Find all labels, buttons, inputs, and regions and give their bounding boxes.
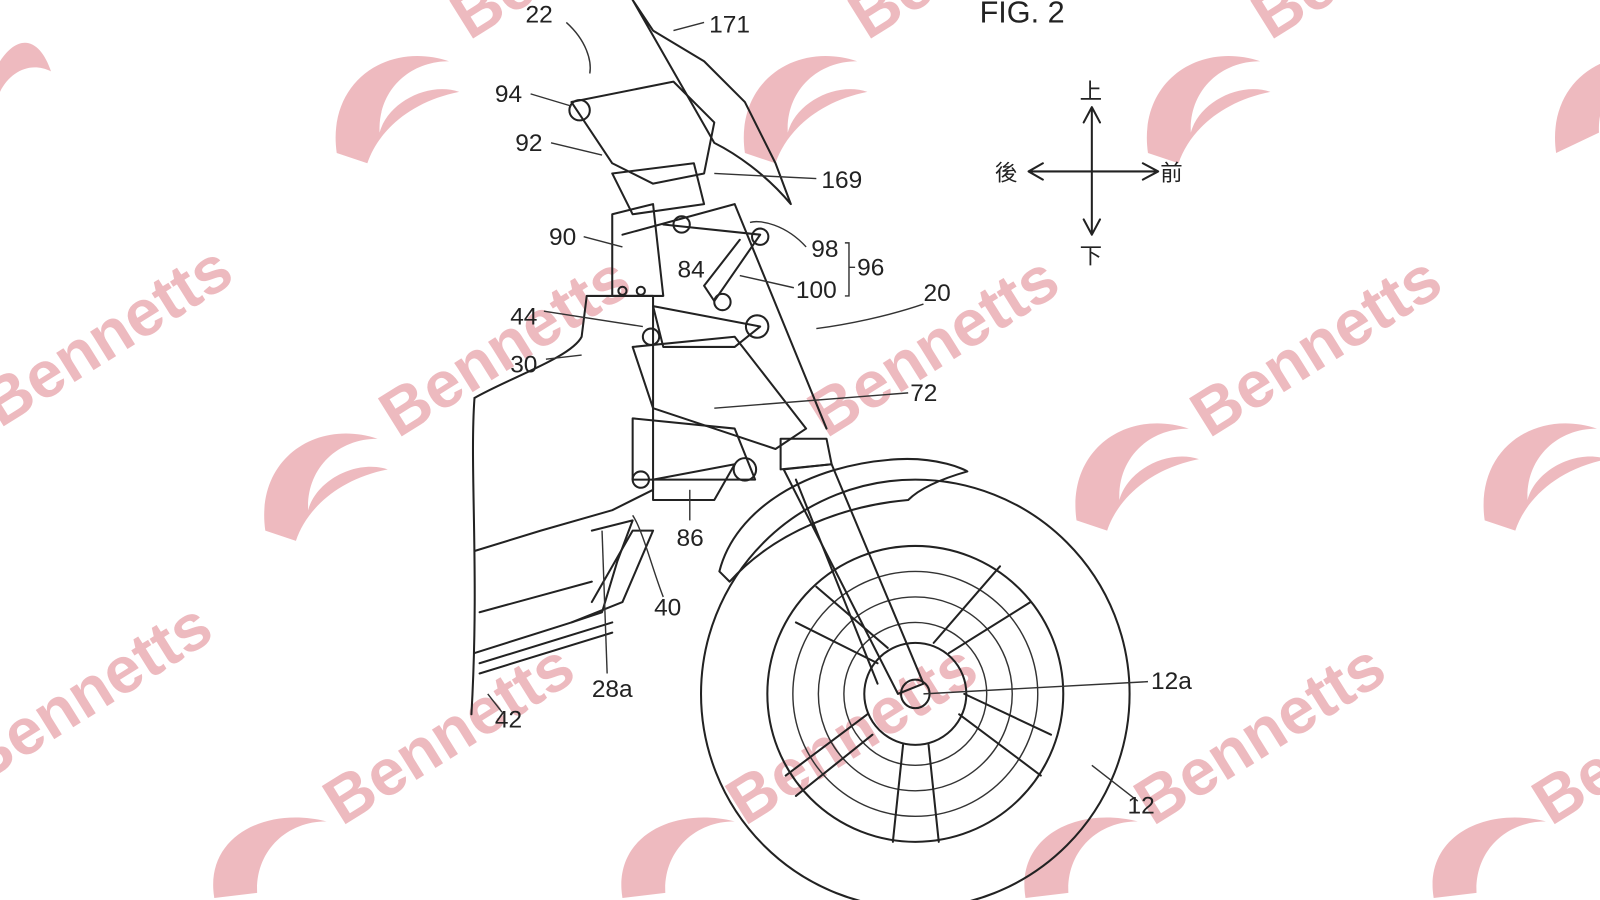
label-12: 12 bbox=[1128, 792, 1155, 819]
label-22: 22 bbox=[526, 1, 553, 28]
label-72: 72 bbox=[910, 380, 937, 407]
label-171: 171 bbox=[709, 12, 750, 39]
watermark-text: Bennetts bbox=[0, 588, 224, 798]
watermark-text: Bennetts bbox=[836, 0, 1112, 53]
label-96: 96 bbox=[857, 255, 884, 282]
label-12a: 12a bbox=[1151, 668, 1192, 695]
watermark-text: Bennetts bbox=[438, 0, 714, 53]
compass-up: 上 bbox=[1080, 79, 1102, 105]
compass-rear: 後 bbox=[995, 161, 1017, 187]
front-wheel bbox=[700, 478, 1131, 900]
label-169: 169 bbox=[821, 167, 862, 194]
label-86: 86 bbox=[677, 525, 704, 552]
label-100: 100 bbox=[796, 277, 837, 304]
figure-title: FIG. 2 bbox=[980, 0, 1065, 29]
watermark-text: Bennetts bbox=[367, 241, 643, 451]
label-30: 30 bbox=[510, 351, 537, 378]
label-94: 94 bbox=[495, 81, 522, 108]
watermark-text: Bennetts bbox=[0, 230, 244, 440]
label-44: 44 bbox=[510, 303, 537, 330]
label-92: 92 bbox=[515, 130, 542, 157]
front-fork bbox=[621, 203, 969, 695]
vehicle-body bbox=[470, 294, 655, 716]
watermark-text: Bennetts bbox=[1520, 628, 1600, 838]
label-42: 42 bbox=[495, 707, 522, 734]
leader-lines bbox=[487, 21, 1148, 802]
watermark-text: Bennetts bbox=[1178, 241, 1454, 451]
label-90: 90 bbox=[549, 224, 576, 251]
compass-down: 下 bbox=[1080, 243, 1102, 269]
label-84: 84 bbox=[678, 257, 705, 284]
watermark-text: Bennetts bbox=[1239, 0, 1515, 53]
watermark-text: Bennetts bbox=[311, 628, 587, 838]
label-98: 98 bbox=[811, 236, 838, 263]
compass-front: 前 bbox=[1160, 161, 1182, 187]
direction-compass bbox=[1027, 106, 1160, 236]
label-20: 20 bbox=[923, 280, 950, 307]
watermark-text: Bennetts bbox=[795, 241, 1071, 451]
label-40: 40 bbox=[654, 594, 681, 621]
watermark-text: Bennetts bbox=[1122, 628, 1398, 838]
label-28a: 28a bbox=[592, 676, 633, 703]
watermark-logo bbox=[0, 42, 1600, 898]
